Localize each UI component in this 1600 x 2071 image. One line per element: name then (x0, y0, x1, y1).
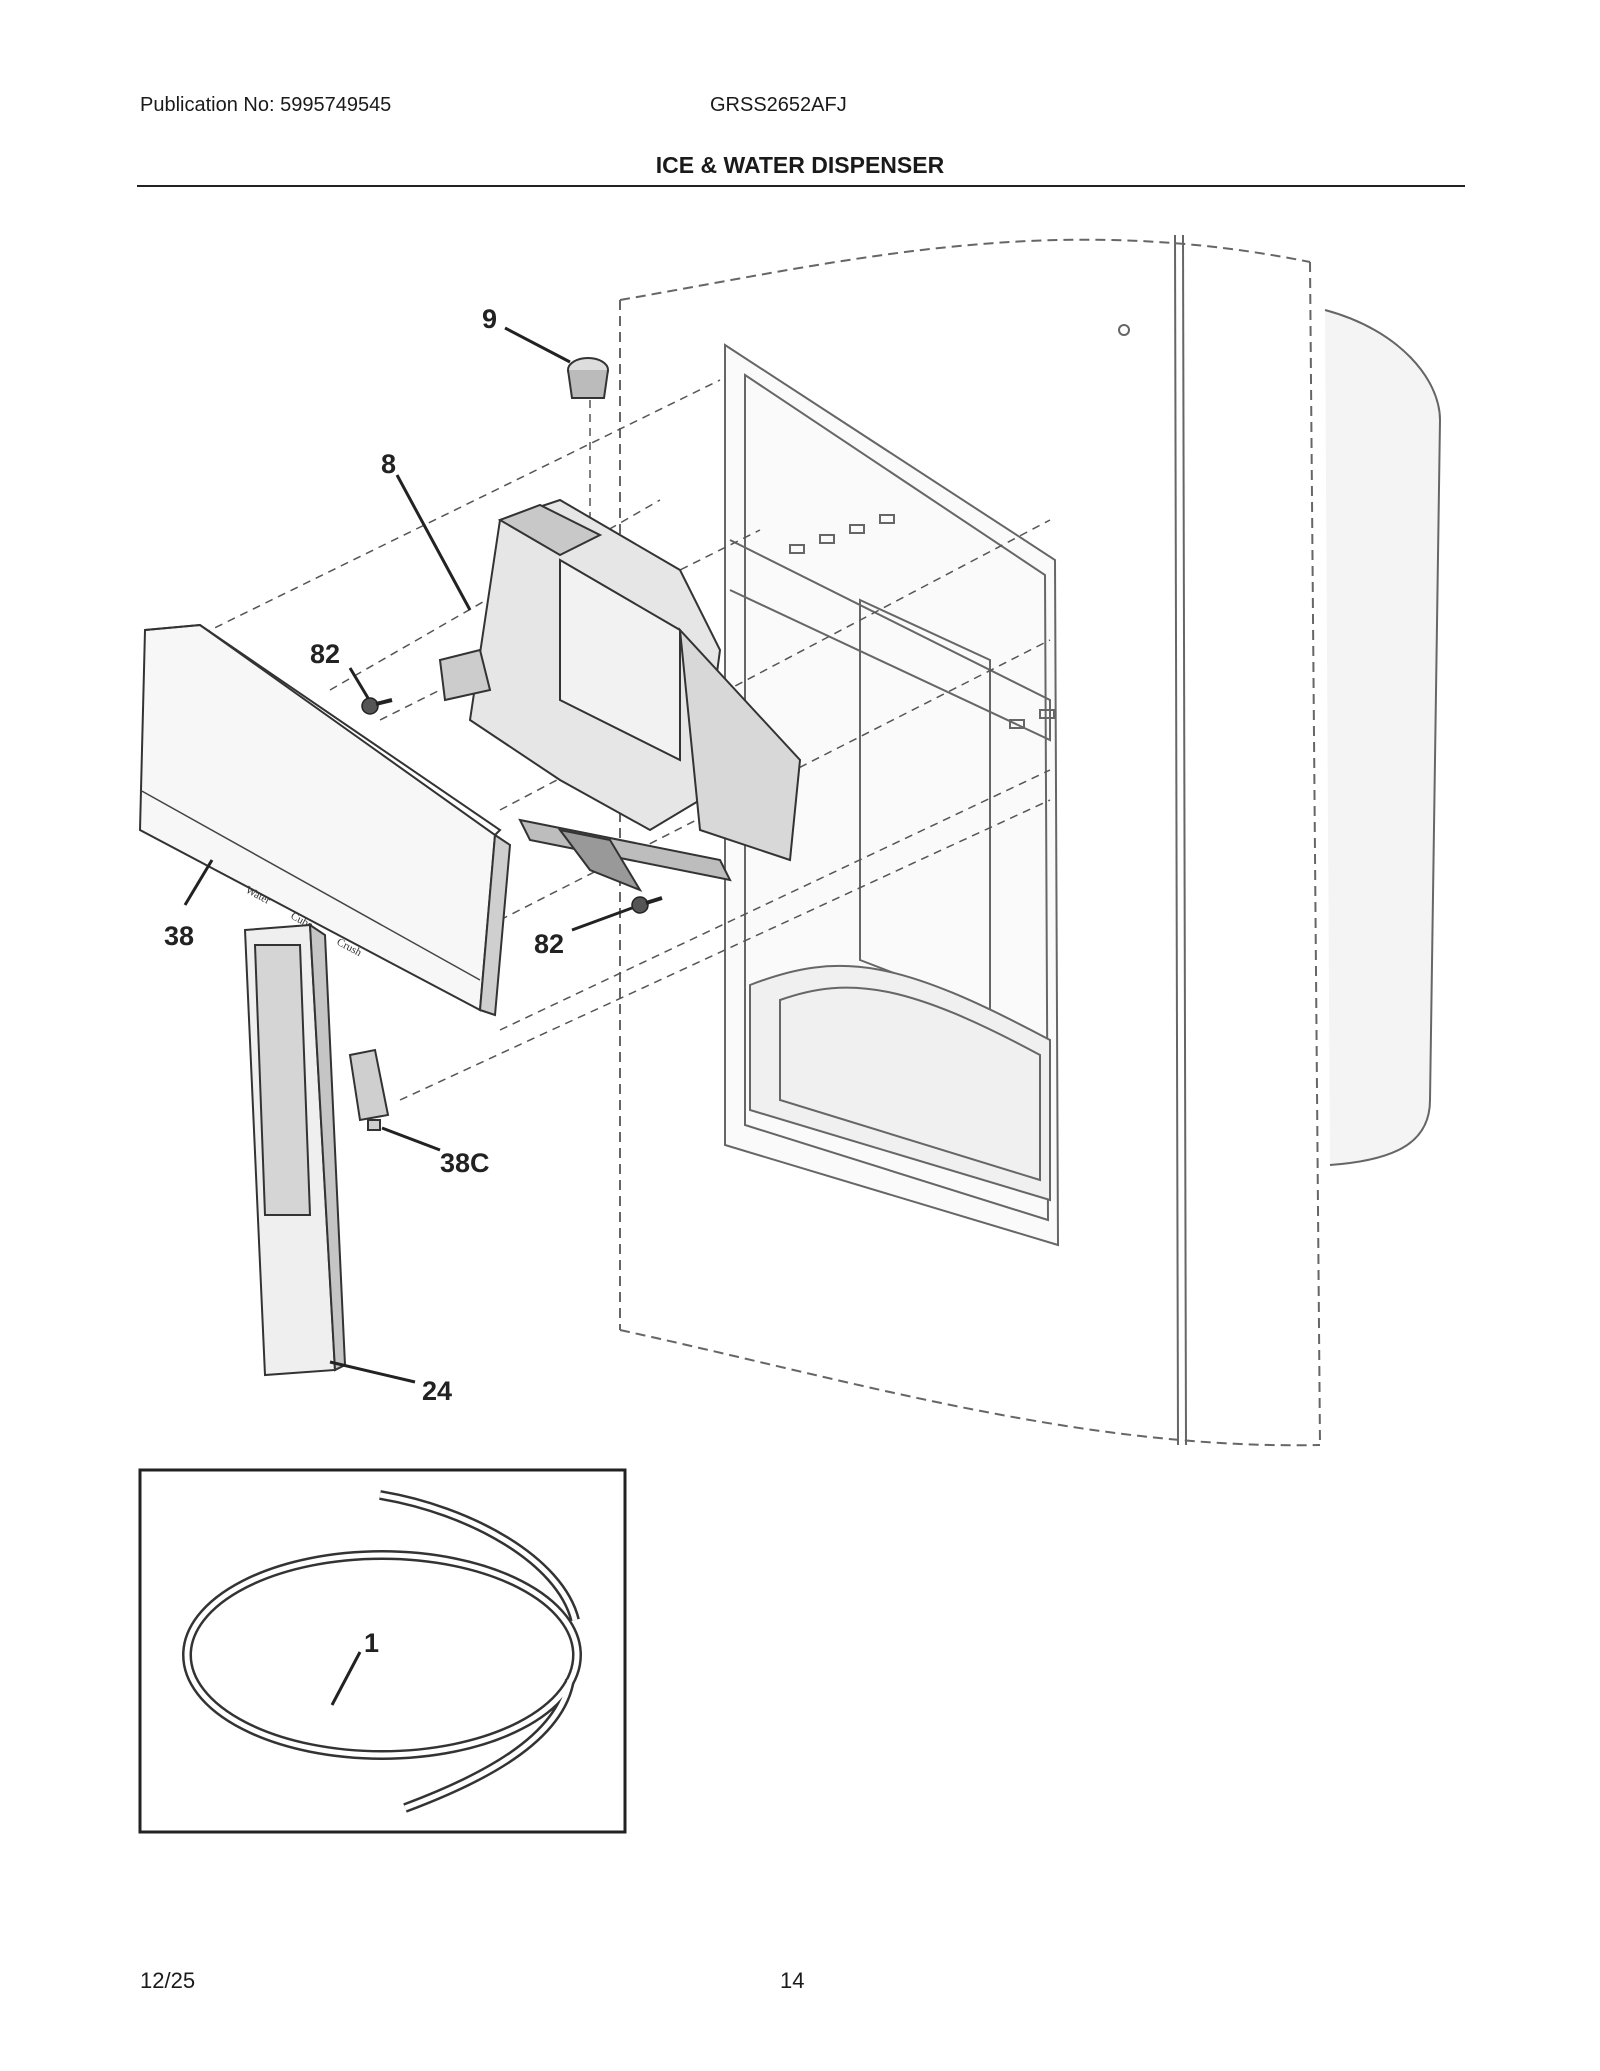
recess-slot-6 (1039, 709, 1055, 719)
leader-lines (183, 326, 633, 1706)
tubing-top-inner (379, 1492, 578, 1621)
recess-slot-1 (789, 544, 805, 554)
door-screw (1118, 324, 1130, 336)
part-9-cap (567, 357, 609, 399)
part-82-screw-lower (631, 896, 663, 914)
part-8-housing (438, 498, 802, 893)
callout-82-upper: 82 (310, 639, 340, 669)
tubing-coil-inner (184, 1552, 580, 1758)
dispenser-recess (724, 343, 1060, 1247)
screw-lower-shank (645, 896, 663, 905)
screw-lower-head (631, 896, 649, 914)
door-outline (619, 234, 1442, 1447)
align-line-2 (329, 499, 661, 691)
callout-1: 1 (364, 1628, 379, 1658)
screw-upper-head (361, 697, 379, 715)
footer-date: 12/25 (140, 1968, 196, 1993)
switch-tab (367, 1119, 381, 1131)
page-number: 14 (780, 1968, 805, 1993)
recess-slot-5 (1009, 719, 1025, 729)
tubing-highlight (184, 1492, 580, 1811)
part-1-tubing (182, 1490, 582, 1813)
door-bottom-dashed (619, 1329, 1321, 1447)
door-front-edge (1174, 234, 1179, 1446)
housing-bracket (557, 828, 643, 893)
drip-tray-inner (779, 986, 1041, 1182)
tubing-inset-box (138, 1468, 627, 1834)
housing-chute (678, 627, 802, 862)
switch-body (348, 1048, 390, 1122)
callout-24: 24 (422, 1376, 452, 1406)
title-rule (137, 185, 1465, 187)
door-top-dashed (619, 238, 1311, 301)
leader-24 (329, 1360, 416, 1384)
door-side-edge (1182, 234, 1187, 1446)
leader-38 (183, 859, 214, 906)
leader-1 (330, 1651, 362, 1706)
leader-38c (381, 1126, 441, 1152)
part-82-screw-upper (361, 697, 393, 715)
panel-side (478, 833, 512, 1017)
screw-upper-shank (375, 698, 393, 706)
model-number: GRSS2652AFJ (710, 94, 847, 116)
callout-9: 9 (482, 304, 497, 334)
recess-inner (744, 373, 1050, 1222)
panel-divider (139, 789, 481, 981)
leader-9 (504, 326, 571, 364)
recess-slot-4 (879, 514, 895, 524)
cap-body (567, 369, 609, 399)
housing-left-flange (438, 648, 492, 702)
door-right-dashed (1309, 261, 1321, 1446)
tubing-tail-inner (404, 1679, 573, 1811)
paddle-window (253, 944, 312, 1216)
door-handle (1324, 309, 1442, 1166)
leader-8 (395, 474, 472, 611)
recess-slot-2 (819, 534, 835, 544)
callout-8: 8 (381, 449, 396, 479)
page-title: ICE & WATER DISPENSER (655, 152, 945, 178)
recess-shelf (729, 539, 1051, 742)
recess-slot-3 (849, 524, 865, 534)
leader-82-lower (571, 906, 633, 932)
housing-mid-block (559, 558, 681, 762)
housing-top (497, 503, 603, 557)
callout-82-lower: 82 (534, 929, 564, 959)
align-line-6 (499, 769, 1051, 1031)
leader-82-upper (348, 667, 370, 699)
callout-38c: 38C (440, 1148, 490, 1178)
part-38-control-panel: Water Cube Crush (138, 623, 512, 1017)
panel-top-edge (144, 623, 502, 836)
align-line-1 (189, 379, 721, 641)
part-24-paddle (243, 923, 347, 1377)
align-line-7 (399, 799, 1051, 1101)
part-38c-switch (348, 1048, 390, 1131)
publication-number: Publication No: 5995749545 (140, 94, 392, 116)
callout-38: 38 (164, 921, 194, 951)
drip-tray (749, 964, 1051, 1202)
